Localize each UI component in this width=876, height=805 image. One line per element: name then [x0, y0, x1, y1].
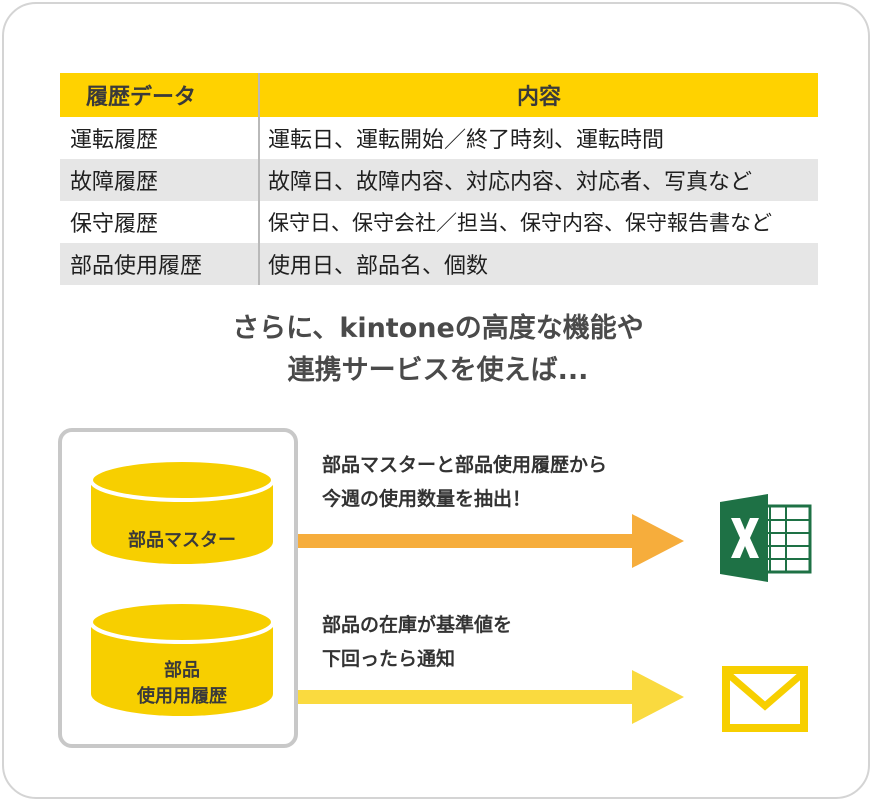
flow2-caption: 部品の在庫が基準値を 下回ったら通知 — [322, 608, 512, 676]
table-row: 保守履歴 保守日、保守会社／担当、保守内容、保守報告書など — [60, 201, 818, 243]
excel-icon — [720, 494, 812, 582]
table-row: 故障履歴 故障日、故障内容、対応内容、対応者、写真など — [60, 159, 818, 201]
flow2-arrow — [298, 670, 684, 724]
heading-line-2: 連携サービスを使えば... — [287, 355, 589, 386]
heading-line-1: さらに、kintoneの高度な機能や — [232, 313, 644, 344]
row-contents: 故障日、故障内容、対応内容、対応者、写真など — [259, 159, 818, 201]
section-heading: さらに、kintoneの高度な機能や 連携サービスを使えば... — [0, 308, 876, 392]
row-contents: 運転日、運転開始／終了時刻、運転時間 — [259, 117, 818, 159]
flow1-caption: 部品マスターと部品使用履歴から 今週の使用数量を抽出！ — [322, 448, 607, 516]
history-data-table: 履歴データ 内容 運転履歴 運転日、運転開始／終了時刻、運転時間 故障履歴 故障… — [60, 73, 818, 285]
parts-master-database-icon: 部品マスター — [89, 458, 275, 568]
table-row: 運転履歴 運転日、運転開始／終了時刻、運転時間 — [60, 117, 818, 159]
row-name: 運転履歴 — [60, 117, 260, 159]
row-name: 故障履歴 — [60, 159, 260, 201]
flow2-caption-line-1: 部品の在庫が基準値を — [322, 614, 513, 636]
mail-icon — [722, 666, 808, 732]
flow2-caption-line-2: 下回ったら通知 — [322, 648, 456, 670]
parts-master-label: 部品マスター — [128, 530, 236, 551]
flow1-caption-line-1: 部品マスターと部品使用履歴から — [322, 454, 608, 476]
row-contents: 使用日、部品名、個数 — [259, 243, 818, 285]
flow1-arrow — [298, 514, 684, 568]
parts-usage-history-database-icon: 部品 使用用履歴 — [89, 600, 275, 720]
header-history-data: 履歴データ — [60, 73, 260, 117]
parts-usage-label-line-2: 使用用履歴 — [137, 686, 227, 707]
row-name: 部品使用履歴 — [60, 243, 260, 285]
kintone-database-group: 部品マスター 部品 使用用履歴 — [58, 428, 298, 748]
row-name: 保守履歴 — [60, 201, 260, 243]
parts-usage-label-line-1: 部品 — [164, 660, 200, 681]
flow1-caption-line-2: 今週の使用数量を抽出！ — [322, 488, 532, 510]
table-row: 部品使用履歴 使用日、部品名、個数 — [60, 243, 818, 285]
header-contents: 内容 — [259, 73, 818, 117]
row-contents: 保守日、保守会社／担当、保守内容、保守報告書など — [259, 201, 818, 243]
